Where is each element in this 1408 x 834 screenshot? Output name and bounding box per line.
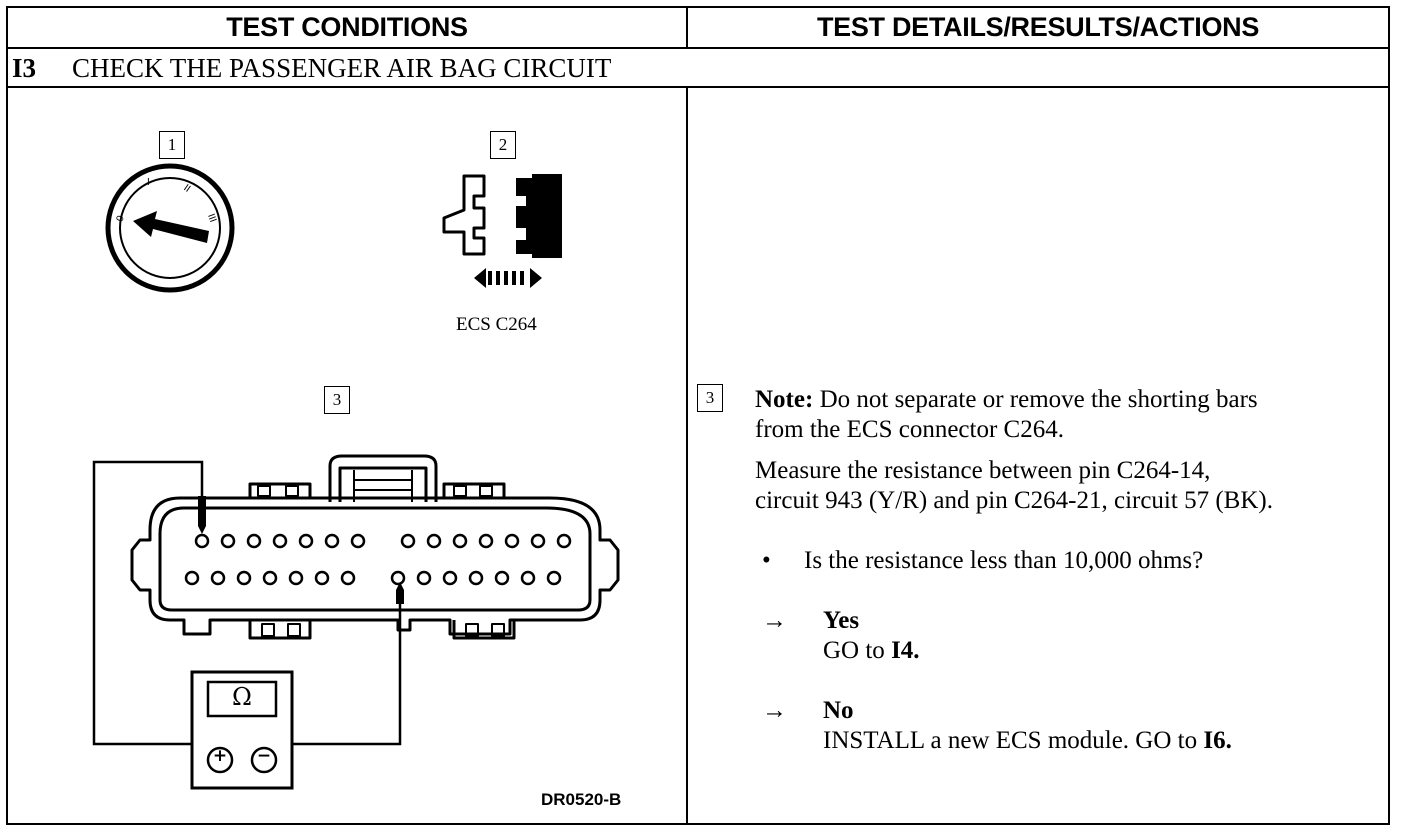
question-bullet: • xyxy=(762,547,771,574)
svg-text:I: I xyxy=(147,177,150,188)
no-action-text: INSTALL a new ECS module. GO to xyxy=(823,727,1198,754)
note-label: Note: xyxy=(755,386,814,413)
measure-line-1: Measure the resistance between pin C264-… xyxy=(755,457,1211,484)
figure-code: DR0520-B xyxy=(541,790,622,809)
step-id: I3 xyxy=(12,53,37,83)
no-action-target: I6. xyxy=(1203,727,1232,754)
measure-line-2: circuit 943 (Y/R) and pin C264-21, circu… xyxy=(755,487,1273,514)
no-label: No xyxy=(823,697,854,724)
ohmmeter-minus-terminal: − xyxy=(256,746,272,766)
note-text: Do not separate or remove the shorting b… xyxy=(819,386,1258,413)
step-title-row: I3 CHECK THE PASSENGER AIR BAG CIRCUIT xyxy=(12,50,611,86)
connector-c264-diagram xyxy=(92,454,620,790)
svg-text:II: II xyxy=(181,183,192,195)
question-text: Is the resistance less than 10,000 ohms? xyxy=(804,547,1204,574)
note-line-1: Note: Do not separate or remove the shor… xyxy=(755,385,1258,415)
note-line-2: from the ECS connector C264. xyxy=(755,416,1064,443)
header-test-details: TEST DETAILS/RESULTS/ACTIONS xyxy=(816,12,1260,42)
connector-caption: ECS C264 xyxy=(456,314,537,335)
detail-step-number: 3 xyxy=(697,384,723,412)
ignition-switch-icon: 0 I II III xyxy=(105,163,235,293)
ohmmeter-plus-terminal: + xyxy=(212,746,228,766)
yes-action: GO to I4. xyxy=(823,636,920,666)
yes-action-target: I4. xyxy=(891,637,920,664)
step-title: CHECK THE PASSENGER AIR BAG CIRCUIT xyxy=(72,53,612,83)
figure-2-number: 2 xyxy=(490,131,516,159)
svg-text:0: 0 xyxy=(115,214,127,223)
header-test-conditions: TEST CONDITIONS xyxy=(226,12,468,42)
yes-label: Yes xyxy=(823,607,860,634)
svg-text:III: III xyxy=(205,212,218,224)
no-action: INSTALL a new ECS module. GO to I6. xyxy=(823,726,1232,756)
connector-separate-icon xyxy=(442,174,562,288)
figure-3-number: 3 xyxy=(324,386,350,414)
ohmmeter-symbol: Ω xyxy=(232,683,252,711)
yes-arrow: → xyxy=(762,607,787,634)
yes-action-text: GO to xyxy=(823,637,885,664)
figure-1-number: 1 xyxy=(159,131,185,159)
no-arrow: → xyxy=(762,697,787,724)
